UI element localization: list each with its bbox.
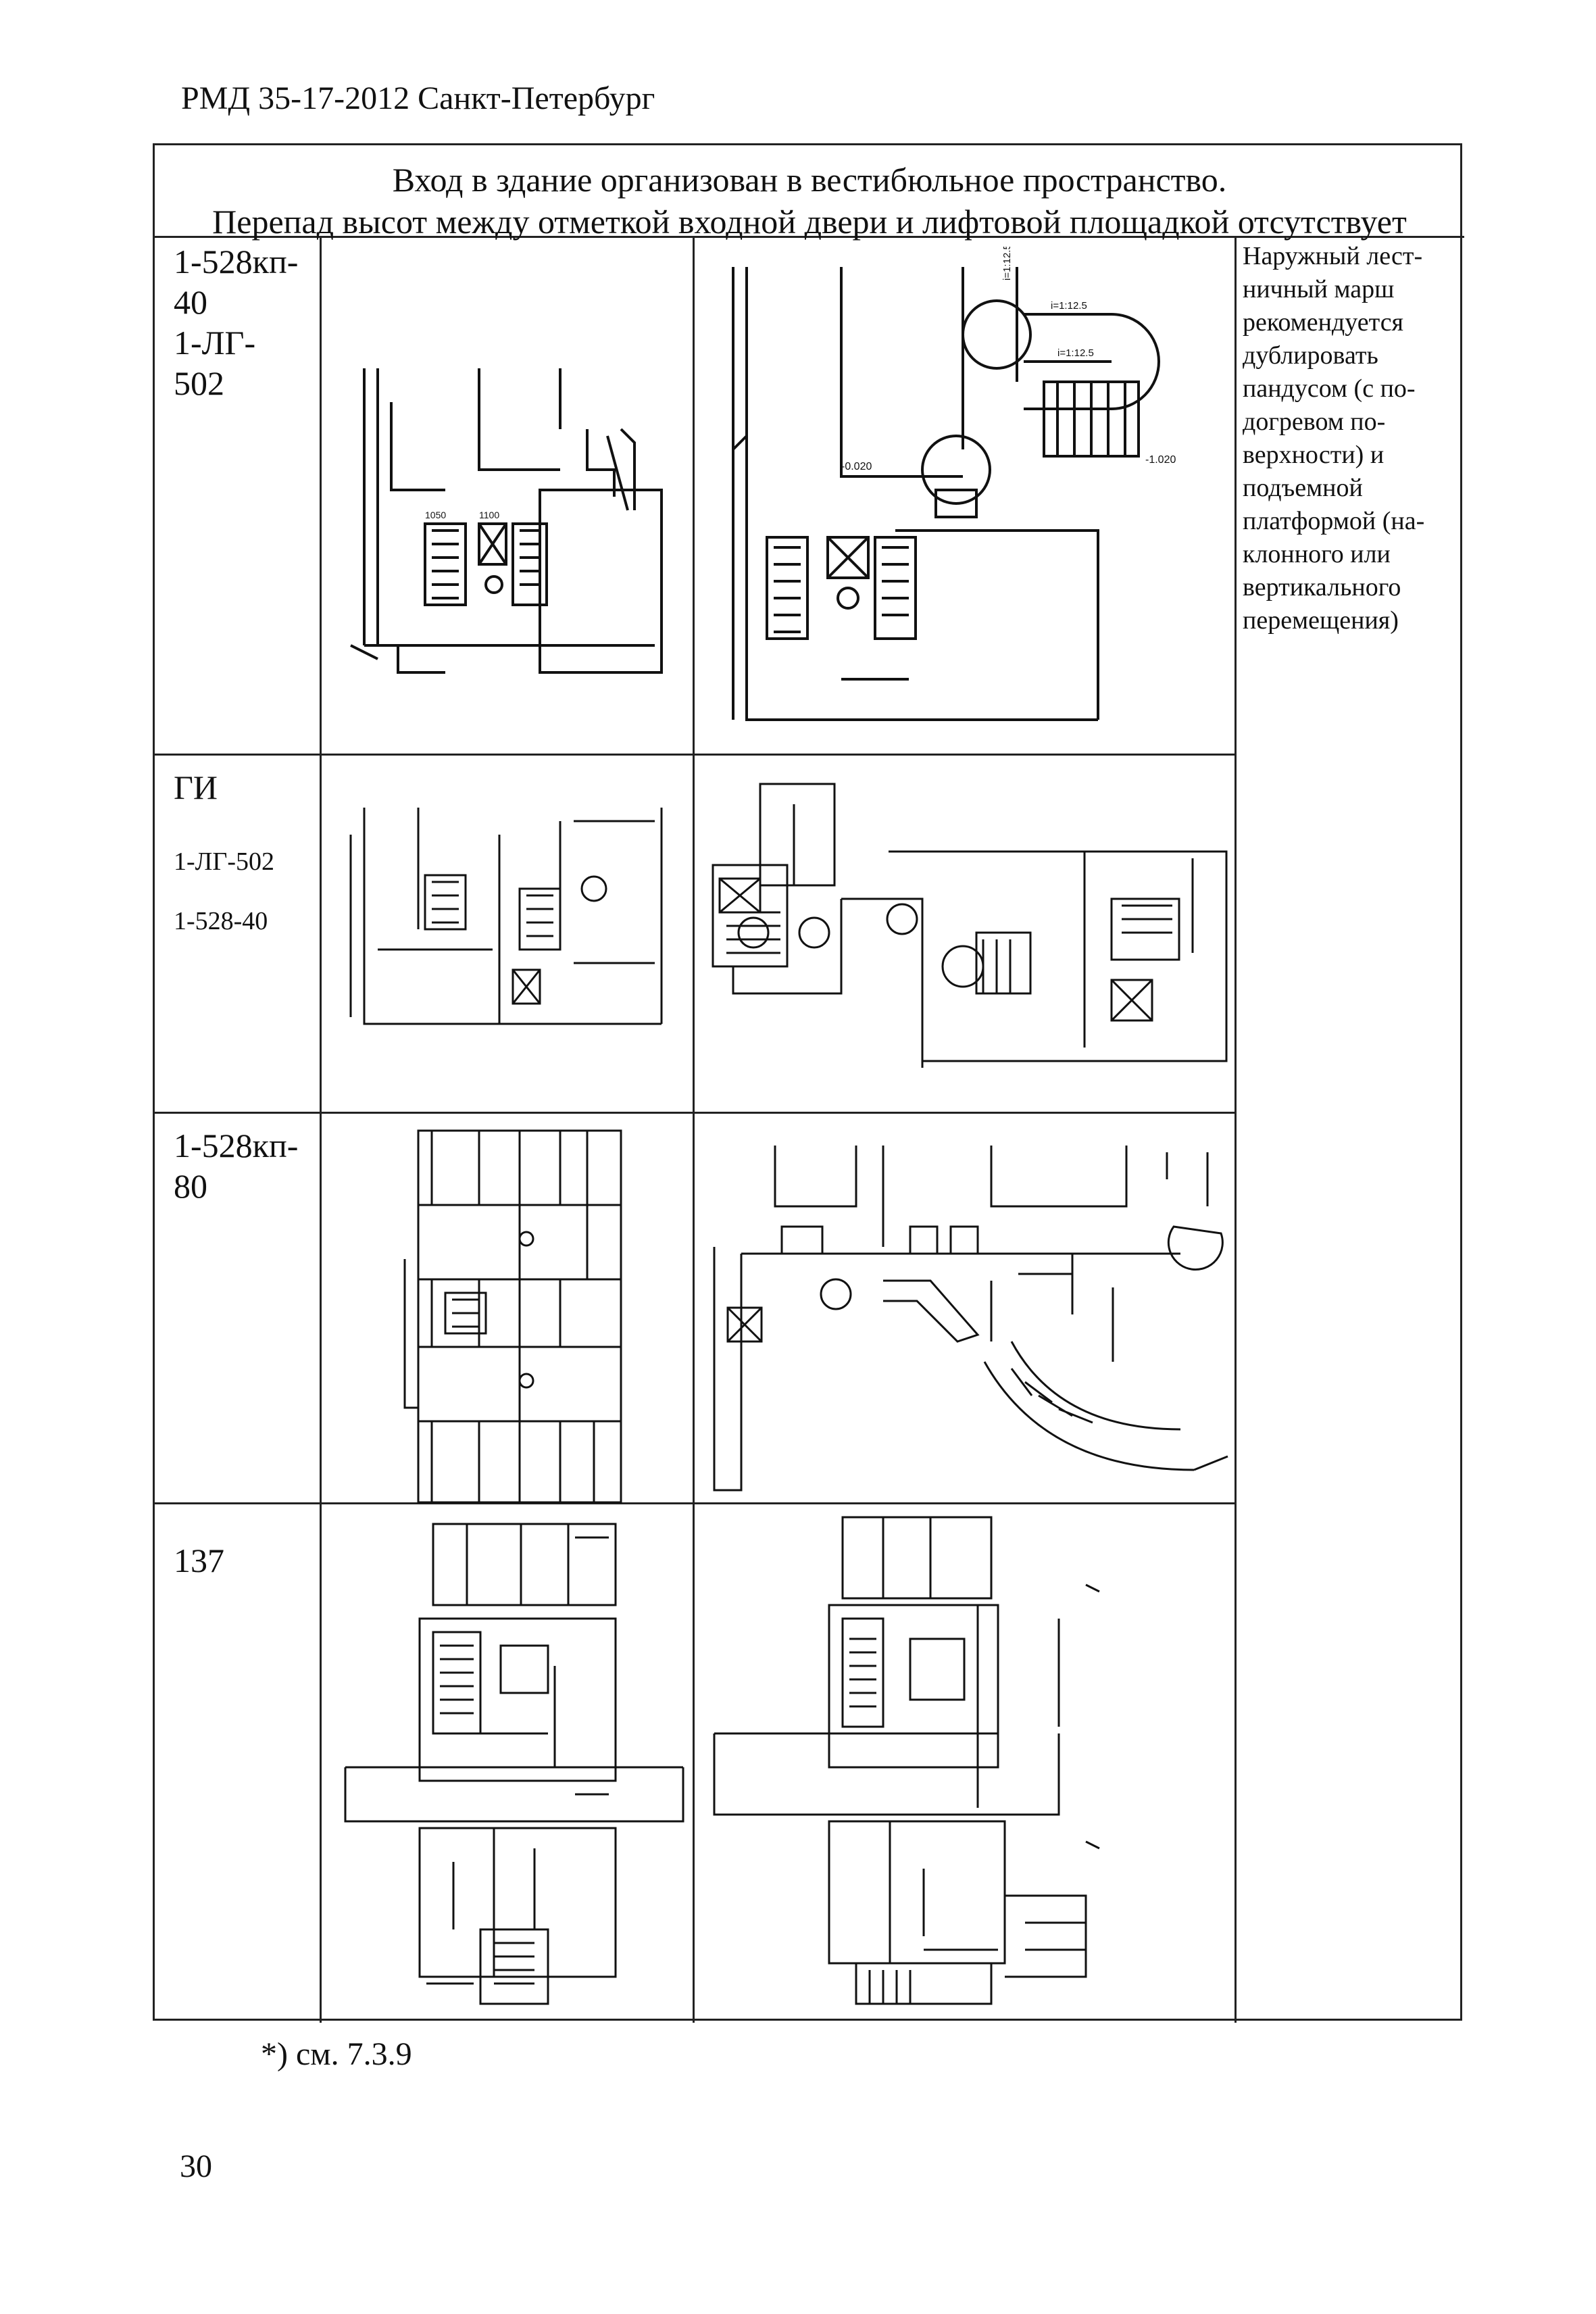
row-divider bbox=[155, 754, 1236, 756]
row1-plan-existing: 1050 1100 bbox=[337, 267, 689, 699]
title-divider bbox=[155, 236, 1464, 238]
elevation-label: -1.020 bbox=[1145, 454, 1176, 466]
recommendation-note: Наружный лест- ничный марш рекомендуется… bbox=[1243, 242, 1425, 635]
row2-plan-existing bbox=[337, 794, 682, 1058]
row-divider bbox=[155, 1502, 1236, 1504]
slope-label: i=1:12.5 bbox=[1057, 347, 1094, 359]
table-title-line2: Перепад высот между отметкой входной две… bbox=[212, 203, 1407, 241]
row3-plan-proposed bbox=[707, 1139, 1235, 1504]
row2-series-code-b: 1-528-40 bbox=[174, 907, 268, 935]
running-header: РМД 35-17-2012 Санкт-Петербург bbox=[181, 80, 655, 116]
row1-series-codes: 1-528кп- 40 1-ЛГ- 502 bbox=[174, 243, 299, 402]
dimension-label: 1100 bbox=[479, 510, 499, 520]
page-number: 30 bbox=[180, 2148, 212, 2184]
footnote: *) см. 7.3.9 bbox=[261, 2036, 412, 2072]
slope-label: i=1:12.5 bbox=[1051, 300, 1087, 312]
col-divider bbox=[320, 236, 322, 2023]
row4-plan-proposed bbox=[707, 1504, 1221, 2017]
elevation-label: -0.020 bbox=[841, 461, 872, 472]
row1-plan-proposed: i=1:12.5 i=1:12.5 i=1:12.5 -0.020 -1.020 bbox=[706, 247, 1233, 733]
row4-plan-existing bbox=[332, 1510, 697, 2011]
row-divider bbox=[155, 1112, 1236, 1114]
col-divider bbox=[1235, 236, 1237, 2023]
col-divider bbox=[693, 236, 695, 2023]
planning-table: Вход в здание организован в вестибюльное… bbox=[153, 143, 1464, 2023]
row2-series-code-a: 1-ЛГ-502 bbox=[174, 847, 275, 876]
row2-plan-proposed bbox=[706, 777, 1233, 1102]
row3-series-codes: 1-528кп- 80 bbox=[174, 1127, 299, 1205]
dimension-label: 1050 bbox=[425, 510, 446, 520]
row3-plan-existing bbox=[391, 1124, 641, 1509]
row4-series-codes: 137 bbox=[174, 1542, 224, 1579]
table-title-line1: Вход в здание организован в вестибюльное… bbox=[392, 161, 1227, 199]
slope-label: i=1:12.5 bbox=[1001, 247, 1013, 280]
row2-series-main: ГИ bbox=[174, 768, 218, 806]
